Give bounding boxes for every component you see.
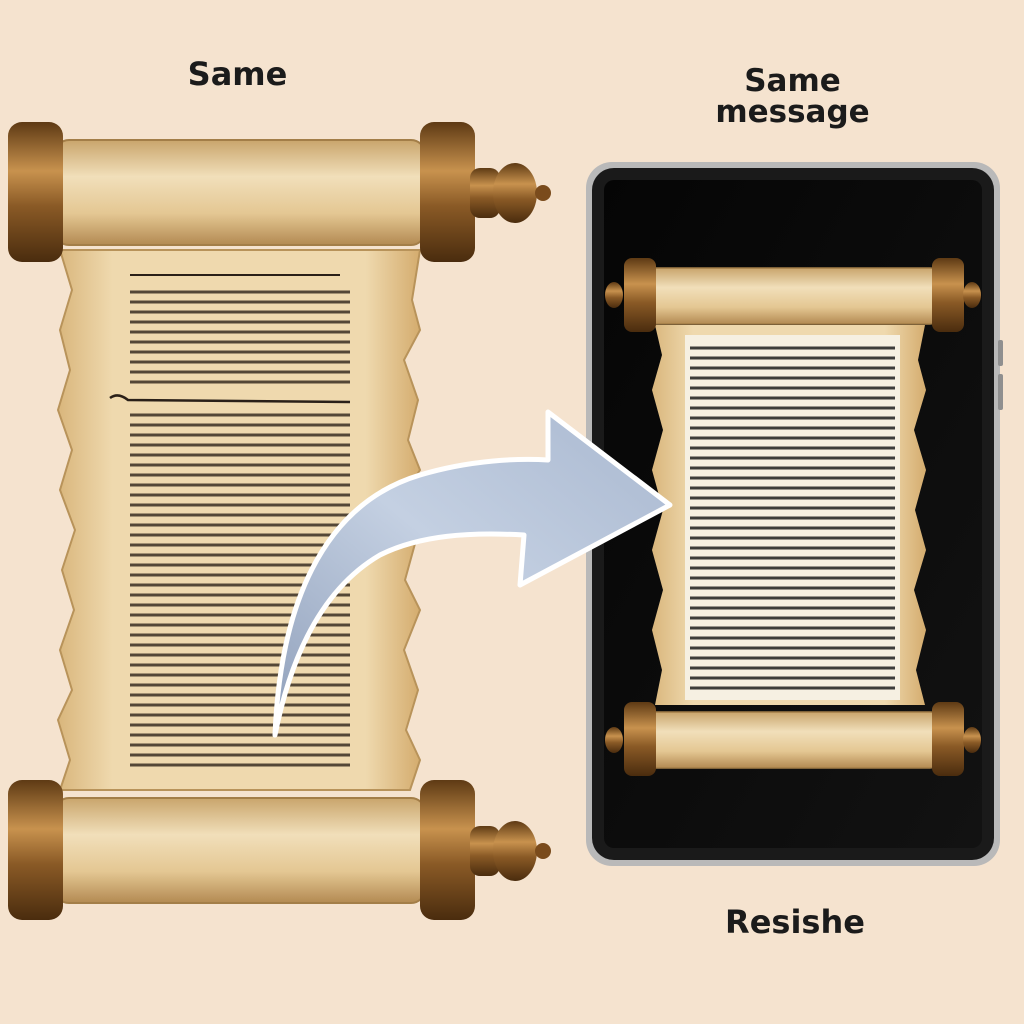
tablet-scroll (605, 258, 981, 776)
scroll-flourish (109, 394, 351, 404)
scroll-top-rod (8, 122, 551, 262)
scroll-bottom-rod (8, 780, 551, 920)
tablet-icon (586, 162, 1003, 866)
scroll-text-lines (130, 290, 350, 767)
caption-same-message-line1: Same (744, 63, 841, 99)
caption-same-message-line2: message (715, 94, 870, 130)
arrow-icon (272, 409, 673, 738)
tablet-scroll-top-rod (605, 258, 981, 332)
tablet-scroll-bottom-rod (605, 702, 981, 776)
caption-same: Same (187, 55, 288, 93)
caption-resize: Resishe (725, 903, 865, 941)
scroll-icon (8, 122, 551, 920)
caption-same-message: Same message (700, 66, 885, 128)
tablet-text-lines (690, 346, 895, 690)
